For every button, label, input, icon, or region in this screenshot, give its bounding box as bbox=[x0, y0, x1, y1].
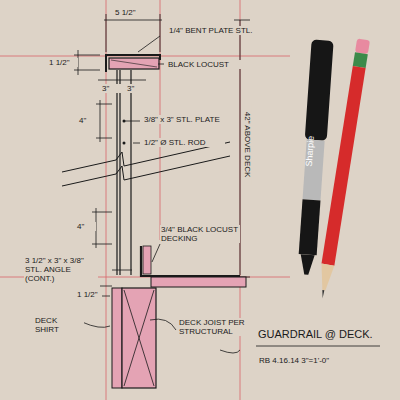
callout-note: 3 1/2" x 3" x 3/8" STL. ANGLE (CONT.) bbox=[24, 256, 98, 284]
dimension: 4" bbox=[76, 222, 96, 231]
dimension: 3" bbox=[101, 84, 121, 93]
dimension: 1 1/2" bbox=[76, 290, 102, 299]
steel-plate-and-rod bbox=[117, 70, 131, 275]
dimension: 1 1/2" bbox=[48, 58, 78, 67]
construction-lines bbox=[0, 0, 290, 400]
callout-note: DECK SHIRT bbox=[34, 316, 84, 334]
callout-note: 1/4" BENT PLATE STL. bbox=[168, 26, 262, 35]
locust-cap bbox=[109, 58, 159, 69]
callout-note: DECK JOIST PER STRUCTURAL bbox=[178, 318, 246, 336]
callout-note: 3/8" x 3" STL. PLATE bbox=[143, 115, 235, 124]
dimension: 4" bbox=[78, 116, 98, 125]
break-lines bbox=[62, 142, 230, 186]
deck-joist bbox=[122, 288, 156, 388]
steel-angle bbox=[141, 246, 240, 276]
dimension: 3" bbox=[126, 84, 146, 93]
callout-note: BLACK LOCUST bbox=[167, 60, 241, 69]
decking bbox=[151, 277, 246, 287]
callout-note: 3/4" BLACK LOCUST DECKING bbox=[160, 225, 240, 243]
drawing-title: GUARDRAIL @ DECK. bbox=[258, 328, 388, 340]
dimension: 42" ABOVE DECK bbox=[242, 104, 251, 186]
pencil bbox=[316, 38, 370, 299]
bent-plate bbox=[106, 55, 160, 72]
dimension: 5 1/2" bbox=[114, 8, 150, 17]
callout-note: 1/2" Ø STL. ROD bbox=[143, 138, 225, 147]
deck-shirt bbox=[112, 288, 122, 388]
drawing-stamp: RB 4.16.14 3"=1'-0" bbox=[258, 356, 372, 365]
